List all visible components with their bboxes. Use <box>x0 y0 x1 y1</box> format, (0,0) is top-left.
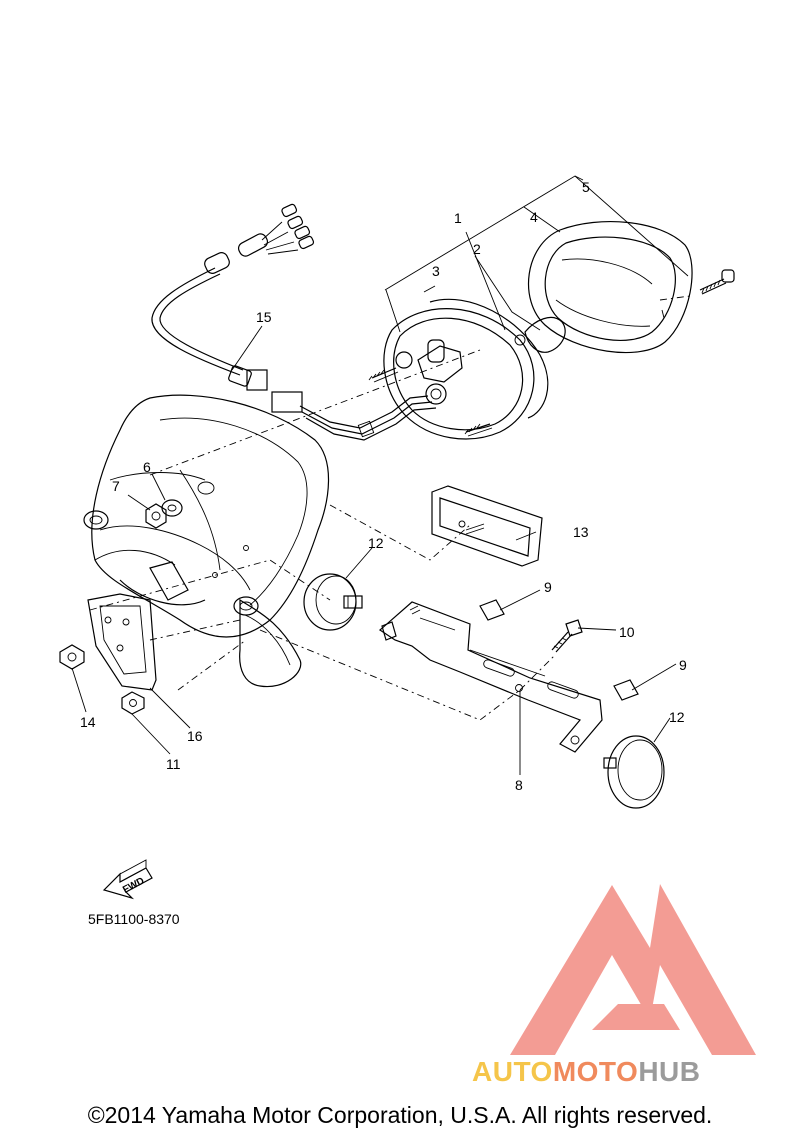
callout-1: 1 <box>454 210 462 226</box>
fwd-label: FWD <box>121 876 146 896</box>
fwd-arrow-icon: FWD <box>102 859 153 900</box>
callout-6: 6 <box>143 459 151 475</box>
callout-12-left: 12 <box>368 535 384 551</box>
callout-9-upper: 9 <box>544 579 552 595</box>
pad-lower <box>613 679 639 701</box>
lens-screw <box>699 269 735 295</box>
callout-16: 16 <box>187 728 203 744</box>
assembly-lines <box>89 295 691 721</box>
copyright-notice: ©2014 Yamaha Motor Corporation, U.S.A. A… <box>87 1102 713 1128</box>
callout-11: 11 <box>166 756 181 772</box>
fender-housing <box>83 394 330 688</box>
brand-hub: HUB <box>638 1056 701 1087</box>
flange-nut-lower <box>121 691 145 715</box>
taillight-base <box>368 298 549 440</box>
automotohub-logo-icon <box>510 884 756 1055</box>
nut <box>145 503 167 529</box>
callout-5: 5 <box>582 179 590 195</box>
leader-lines <box>71 175 689 775</box>
brand-moto: MOTO <box>552 1056 639 1087</box>
callout-3: 3 <box>432 263 440 279</box>
callout-10: 10 <box>619 624 635 640</box>
mounting-plate <box>87 593 157 691</box>
reflector-right <box>603 735 665 809</box>
callout-4: 4 <box>530 209 538 225</box>
callout-7: 7 <box>112 478 120 494</box>
callout-9-lower: 9 <box>679 657 687 673</box>
brand-auto: AUTO <box>472 1056 553 1087</box>
callout-12-right: 12 <box>669 709 685 725</box>
lens <box>527 221 693 354</box>
callout-labels: 1 2 3 4 5 6 7 8 9 9 10 11 12 12 13 14 15… <box>80 179 687 793</box>
pad-upper <box>479 599 505 621</box>
callout-14: 14 <box>80 714 96 730</box>
license-light <box>431 485 543 567</box>
bracket-screw <box>551 619 583 653</box>
callout-2: 2 <box>473 241 481 257</box>
reflector-left <box>303 573 363 631</box>
watermark-brand: AUTOMOTOHUB <box>472 1058 700 1086</box>
callout-15: 15 <box>256 309 272 325</box>
washer <box>161 499 183 517</box>
callout-13: 13 <box>573 524 589 540</box>
wire-harness <box>151 203 437 441</box>
bracket <box>379 601 603 753</box>
drawing-code: 5FB1100-8370 <box>88 911 180 927</box>
flange-nut-upper <box>59 644 85 670</box>
callout-8: 8 <box>515 777 523 793</box>
bulb <box>524 317 566 353</box>
